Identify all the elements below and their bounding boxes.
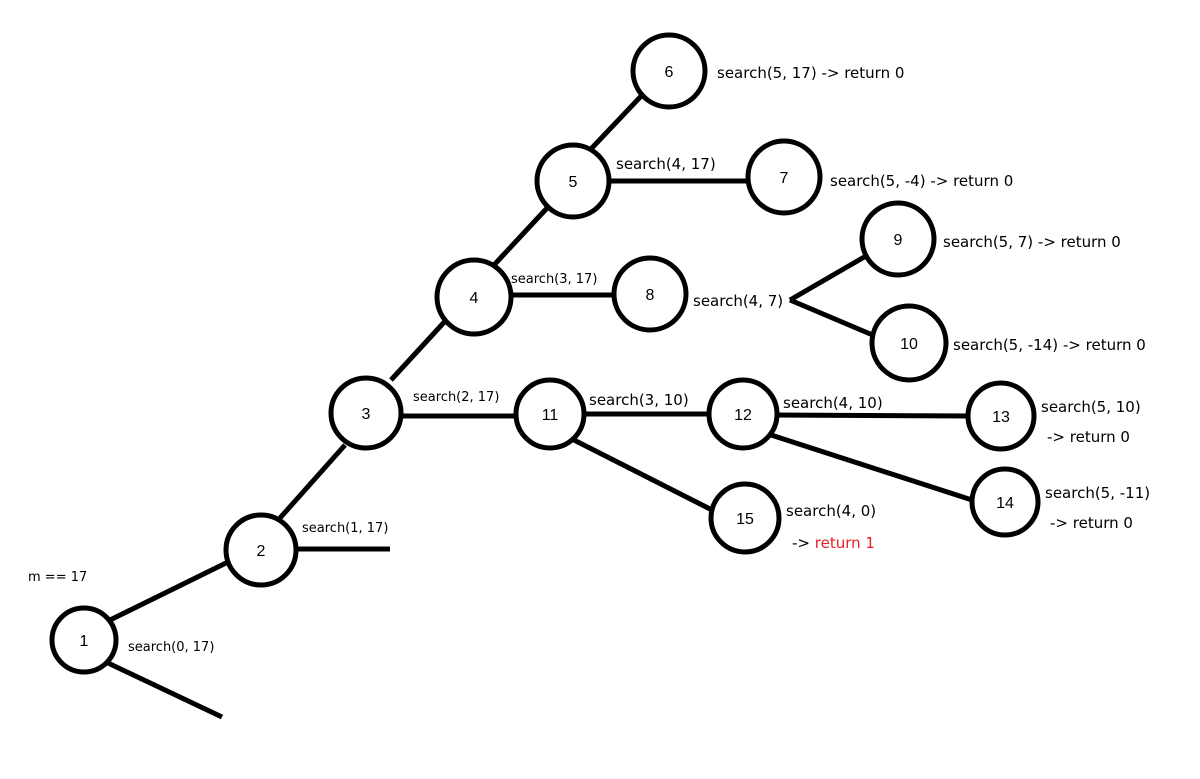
edge-8-10	[789, 297, 876, 339]
edge-1-dangling	[106, 660, 224, 720]
call-label-13-return: -> return 0	[1047, 428, 1130, 446]
call-label-12: search(4, 10)	[783, 394, 883, 412]
edge-8-9	[788, 253, 868, 303]
node-5-label: 5	[569, 174, 578, 191]
node-9: 9	[859, 200, 937, 278]
edge-2-3	[278, 443, 347, 520]
node-2-label: 2	[257, 543, 266, 560]
node-3: 3	[328, 375, 404, 451]
node-1: 1	[49, 605, 119, 675]
call-label-15-call: search(4, 0)	[786, 502, 876, 520]
call-label-13-call: search(5, 10)	[1041, 398, 1141, 416]
call-label-15-return-value: return 1	[815, 534, 875, 552]
node-8: 8	[611, 255, 689, 333]
node-11-label: 11	[542, 407, 559, 424]
node-2: 2	[223, 512, 299, 588]
node-14: 14	[969, 466, 1041, 538]
edge-1-2	[106, 559, 230, 624]
call-label-3: search(3, 17)	[511, 272, 597, 287]
node-9-label: 9	[894, 232, 903, 249]
call-label-1: search(1, 17)	[302, 521, 388, 536]
edge-4-5	[492, 205, 550, 267]
node-4: 4	[434, 257, 514, 337]
node-3-label: 3	[362, 406, 371, 423]
edge-12-13	[771, 412, 971, 419]
node-6: 6	[630, 32, 708, 110]
nodes: 1 2 3 4 5 6 7 8	[49, 32, 1041, 675]
node-12: 12	[706, 377, 780, 451]
node-5: 5	[534, 142, 612, 220]
condition-label: m == 17	[28, 570, 87, 585]
node-13-label: 13	[992, 409, 1010, 426]
call-label-15-return: -> return 1	[792, 534, 875, 552]
node-7-label: 7	[780, 170, 789, 187]
call-label-8: search(4, 7)	[693, 292, 783, 310]
call-label-11: search(3, 10)	[589, 391, 689, 409]
node-13: 13	[965, 380, 1037, 452]
node-10: 10	[869, 303, 949, 383]
call-label-4: search(4, 17)	[616, 155, 716, 173]
edge-5-6	[588, 90, 647, 152]
call-label-14-call: search(5, -11)	[1045, 484, 1150, 502]
edge-12-14	[767, 431, 973, 503]
node-15-label: 15	[736, 511, 754, 528]
node-1-label: 1	[80, 633, 89, 650]
call-label-2: search(2, 17)	[413, 390, 499, 405]
edge-11-15	[568, 435, 714, 513]
node-8-label: 8	[646, 287, 655, 304]
call-label-14-return: -> return 0	[1050, 514, 1133, 532]
call-label-9: search(5, 7) -> return 0	[943, 233, 1121, 251]
node-6-label: 6	[665, 64, 674, 81]
node-15: 15	[708, 481, 782, 555]
node-11: 11	[513, 377, 587, 451]
node-14-label: 14	[996, 495, 1014, 512]
node-12-label: 12	[734, 407, 752, 424]
edge-3-4	[389, 316, 450, 382]
call-label-7: search(5, -4) -> return 0	[830, 172, 1013, 190]
node-4-label: 4	[470, 290, 479, 307]
call-label-0: search(0, 17)	[128, 640, 214, 655]
node-10-label: 10	[900, 336, 918, 353]
call-label-15-arrow: ->	[792, 534, 815, 552]
edges	[106, 90, 973, 720]
call-label-10: search(5, -14) -> return 0	[953, 336, 1146, 354]
call-labels: m == 17 search(0, 17) search(1, 17) sear…	[28, 64, 1150, 655]
call-label-6: search(5, 17) -> return 0	[717, 64, 904, 82]
node-7: 7	[745, 138, 823, 216]
